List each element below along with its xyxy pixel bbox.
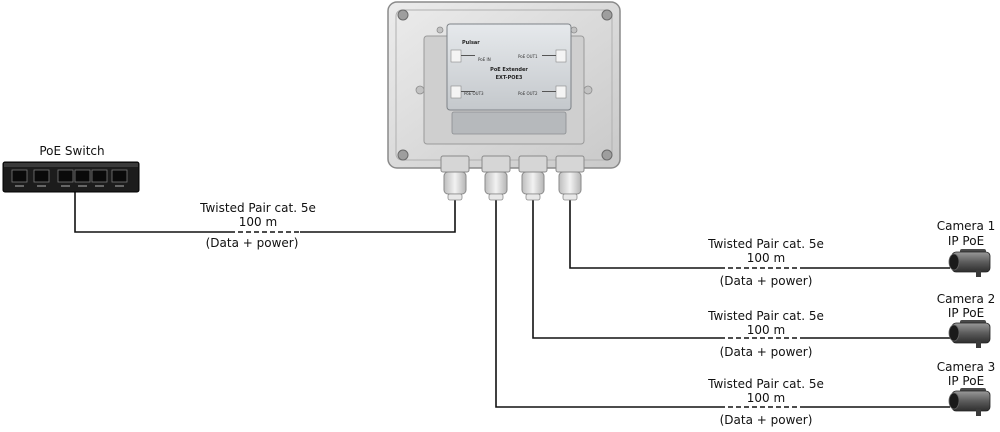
link-note-text: (Data + power) — [720, 274, 813, 288]
extender-model: EXT-POE3 — [496, 75, 523, 81]
link-label-camera-1: Twisted Pair cat. 5e 100 m (Data + power… — [707, 237, 824, 288]
cable-glands — [440, 155, 585, 201]
cable-gland-in — [440, 155, 470, 201]
link-length-text: 100 m — [747, 323, 785, 337]
cable-extender-to-camera-3 — [495, 200, 950, 408]
cable-switch-to-extender — [74, 192, 456, 233]
poe-extender-enclosure: Pulsar PoE Extender EXT-POE3 PoE IN PoE … — [387, 1, 621, 169]
link-length-text: 100 m — [239, 215, 277, 229]
camera-type: IP PoE — [948, 374, 984, 388]
link-cable-text: Twisted Pair cat. 5e — [707, 377, 824, 391]
port-label-out3: PoE OUT3 — [464, 91, 484, 96]
cable-extender-to-camera-2 — [532, 200, 950, 339]
port-label-in: PoE IN — [478, 57, 491, 62]
cable-extender-to-camera-1 — [569, 200, 950, 269]
link-length-text: 100 m — [747, 251, 785, 265]
link-label-switch: Twisted Pair cat. 5e 100 m (Data + power… — [199, 201, 316, 250]
cable-gland-out1 — [555, 155, 585, 201]
camera-type: IP PoE — [948, 306, 984, 320]
cable-gland-out2 — [518, 155, 548, 201]
cable-gland-out3 — [481, 155, 511, 201]
camera-2: Camera 2 IP PoE — [937, 292, 996, 348]
enclosure-screws — [397, 9, 613, 161]
link-note-text: (Data + power) — [720, 345, 813, 359]
extender-name: PoE Extender — [490, 67, 528, 73]
switch-ports — [11, 169, 128, 183]
camera-name: Camera 2 — [937, 292, 996, 306]
link-length-text: 100 m — [747, 391, 785, 405]
link-cable-text: Twisted Pair cat. 5e — [707, 237, 824, 251]
poe-extender-module: Pulsar PoE Extender EXT-POE3 PoE IN PoE … — [446, 23, 572, 135]
poe-switch: PoE Switch — [2, 144, 140, 193]
link-cable-text: Twisted Pair cat. 5e — [707, 309, 824, 323]
camera-icon — [948, 388, 991, 416]
port-label-out1: PoE OUT1 — [518, 54, 538, 59]
link-label-camera-3: Twisted Pair cat. 5e 100 m (Data + power… — [707, 377, 824, 427]
extender-brand: Pulsar — [462, 40, 480, 46]
camera-name: Camera 1 — [937, 219, 996, 233]
camera-1: Camera 1 IP PoE — [937, 219, 996, 277]
camera-icon — [948, 249, 991, 277]
camera-3: Camera 3 IP PoE — [937, 360, 996, 416]
camera-name: Camera 3 — [937, 360, 996, 374]
link-note-text: (Data + power) — [206, 236, 299, 250]
link-note-text: (Data + power) — [720, 413, 813, 427]
port-label-out2: PoE OUT2 — [518, 91, 538, 96]
link-label-camera-2: Twisted Pair cat. 5e 100 m (Data + power… — [707, 309, 824, 359]
link-cable-text: Twisted Pair cat. 5e — [199, 201, 316, 215]
camera-type: IP PoE — [948, 234, 984, 248]
camera-icon — [948, 320, 991, 348]
switch-title: PoE Switch — [39, 144, 104, 158]
